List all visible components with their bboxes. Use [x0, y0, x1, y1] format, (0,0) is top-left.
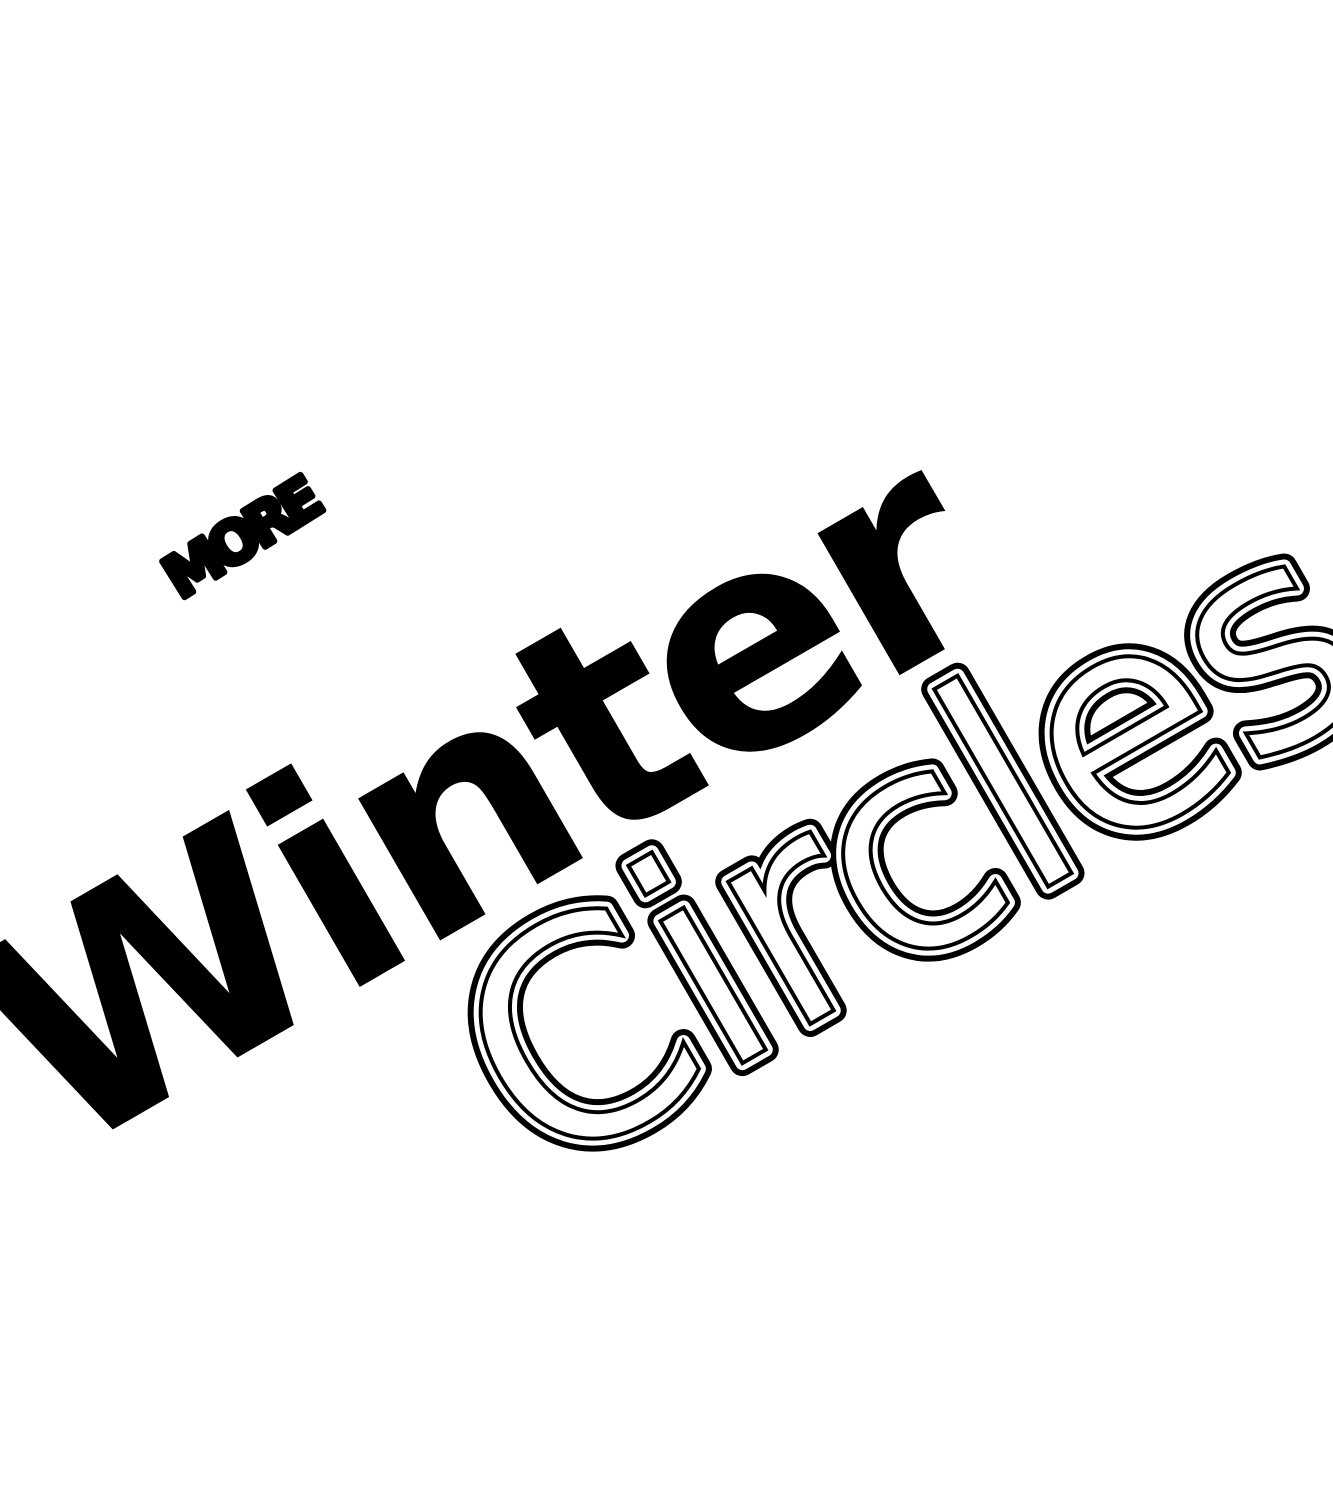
background [0, 0, 1333, 1496]
wordmark-artwork: MORE Winter Circles Circles Circles [0, 0, 1333, 1496]
